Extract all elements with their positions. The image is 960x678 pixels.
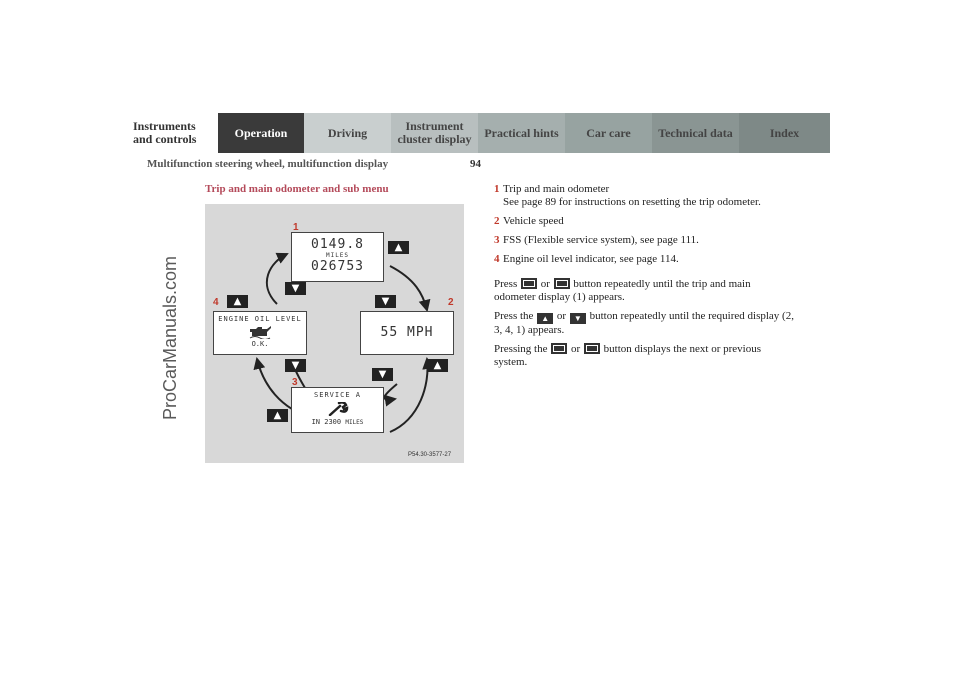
down-button-icon: ▼ (375, 295, 396, 308)
chapter-tabs: Instruments and controls Operation Drivi… (133, 113, 830, 153)
item-number: 3 (494, 234, 500, 246)
page-number: 94 (470, 158, 481, 170)
tab-index[interactable]: Index (739, 113, 830, 153)
figure-code: P54.30-3577-27 (408, 452, 452, 458)
up-button-icon: ▲ (267, 409, 288, 422)
service-distance: IN 2300 (311, 418, 342, 426)
item-text: Trip and main odometer (503, 183, 610, 195)
item-number: 1 (494, 183, 500, 195)
up-button-icon: ▲ (427, 359, 448, 372)
service-display: SERVICE A IN 2300 MILES (291, 387, 384, 433)
watermark: ProCarManuals.com (160, 255, 180, 420)
down-button-icon: ▼ (285, 359, 306, 372)
odometer-unit: MILES (325, 252, 350, 259)
item-subtext: See page 89 for instructions on resettin… (503, 196, 761, 208)
text-column: 1 Trip and main odometer See page 89 for… (494, 183, 794, 375)
display-cycle-figure: 1 2 3 4 0149.8 MILES 026753 55 MPH ENGIN… (205, 204, 464, 463)
tab-car-care[interactable]: Car care (565, 113, 652, 153)
list-item: 3 FSS (Flexible service system), see pag… (494, 234, 794, 247)
paragraph-text: Pressing the (494, 343, 548, 355)
callout-2: 2 (448, 297, 454, 308)
callout-4: 4 (213, 297, 219, 308)
item-number: 2 (494, 215, 500, 227)
item-number: 4 (494, 253, 500, 265)
trip-odometer-value: 0149.8 (311, 237, 364, 252)
down-button-icon: ▼ (372, 368, 393, 381)
item-text: FSS (Flexible service system), see page … (503, 234, 699, 246)
list-item: 4 Engine oil level indicator, see page 1… (494, 253, 794, 266)
tab-operation[interactable]: Operation (218, 113, 304, 153)
paragraph-text: Press the (494, 310, 534, 322)
odometer-display: 0149.8 MILES 026753 (291, 232, 384, 282)
paragraph-text: or (570, 343, 581, 355)
figure-heading: Trip and main odometer and sub menu (205, 183, 389, 195)
paragraph-press-arrows: Press the ▲ or ▼ button repeatedly until… (494, 310, 794, 337)
paragraph-next-previous: Pressing the or button displays the next… (494, 343, 794, 369)
down-button-icon: ▼ (569, 313, 586, 324)
oil-level-display: ENGINE OIL LEVEL O.K. (213, 311, 307, 355)
tab-practical-hints[interactable]: Practical hints (478, 113, 565, 153)
paragraph-text: button repeatedly until the required dis… (494, 310, 794, 336)
item-text: Engine oil level indicator, see page 114… (503, 253, 679, 265)
section-title: Multifunction steering wheel, multifunct… (147, 158, 389, 170)
tab-instruments-and-controls[interactable]: Instruments and controls (133, 113, 218, 153)
vehicle-speed-value: 55 MPH (380, 325, 434, 340)
service-unit: MILES (345, 419, 364, 426)
paragraph-press-system: Press or button repeatedly until the tri… (494, 278, 794, 304)
item-text: Vehicle speed (503, 215, 564, 227)
tab-instrument-cluster-display[interactable]: Instrument cluster display (391, 113, 478, 153)
service-interval: IN 2300 MILES (292, 418, 383, 426)
paragraph-text: button displays the next or previous sys… (494, 343, 761, 368)
paragraph-text: or (540, 278, 550, 290)
paragraph-text: or (556, 310, 567, 322)
system-key-icon (583, 343, 600, 354)
system-key-icon (551, 343, 568, 354)
oil-level-title: ENGINE OIL LEVEL (218, 315, 302, 323)
service-title: SERVICE A (314, 391, 361, 399)
callout-3: 3 (292, 377, 298, 388)
speed-display: 55 MPH (360, 311, 454, 355)
system-key-icon (520, 278, 537, 289)
tab-driving[interactable]: Driving (304, 113, 391, 153)
list-item: 1 Trip and main odometer See page 89 for… (494, 183, 794, 209)
down-button-icon: ▼ (285, 282, 306, 295)
oil-level-status: O.K. (251, 340, 269, 348)
list-item: 2 Vehicle speed (494, 215, 794, 228)
oil-can-icon (249, 326, 271, 339)
system-key-icon (553, 278, 570, 289)
paragraph-text: Press (494, 278, 518, 290)
wrench-icon (328, 402, 348, 416)
up-button-icon: ▲ (227, 295, 248, 308)
paragraph-text: button repeatedly until the trip and mai… (494, 278, 751, 303)
callout-1: 1 (293, 222, 299, 233)
up-button-icon: ▲ (537, 313, 554, 324)
tab-technical-data[interactable]: Technical data (652, 113, 739, 153)
up-button-icon: ▲ (388, 241, 409, 254)
main-odometer-value: 026753 (311, 259, 364, 274)
